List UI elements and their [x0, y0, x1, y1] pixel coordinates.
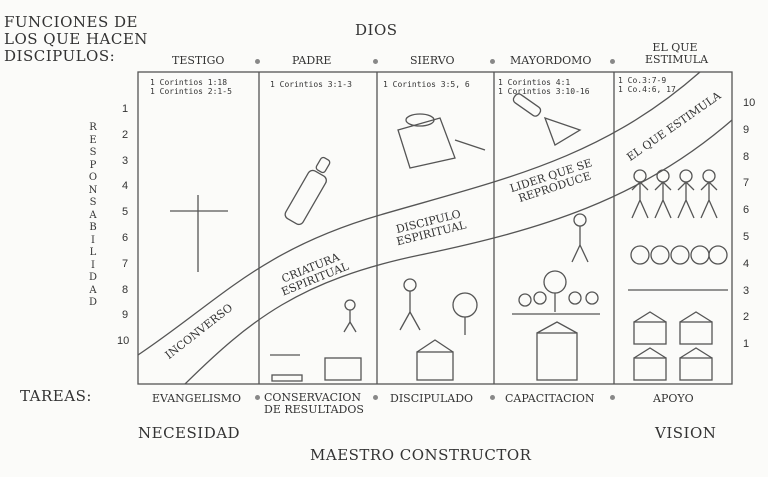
task-capacitacion: CAPACITACION [505, 392, 595, 405]
task-evangelismo: EVANGELISMO [152, 392, 242, 405]
left-scale-tick: 8 [122, 283, 129, 296]
right-scale-tick: 2 [743, 311, 750, 324]
task-discipulado: DISCIPULADO [390, 392, 474, 405]
separator-dot [610, 59, 615, 64]
trees-icon [452, 245, 728, 335]
left-scale-tick: 6 [122, 232, 129, 244]
left-scale-tick: 7 [122, 257, 129, 270]
right-scale-tick: 9 [743, 123, 750, 136]
left-scale-tick: 2 [122, 128, 129, 141]
reference-estimula-1: 1 Co.3:7-9 [618, 76, 667, 85]
title-line-3: DISCIPULOS: [4, 47, 116, 65]
trowel-icon [512, 93, 582, 146]
role-testigo: TESTIGO [172, 54, 225, 67]
top-label-dios: DIOS [355, 21, 398, 39]
separator-dot [610, 395, 615, 400]
left-scale-tick: 4 [122, 180, 129, 193]
title-line-1: FUNCIONES DE [4, 13, 138, 31]
reference-padre: 1 Corintios 3:1-3 [270, 80, 352, 89]
label-necesidad: NECESIDAD [138, 424, 241, 442]
separator-dot [490, 59, 495, 64]
right-scale-tick: 5 [743, 231, 750, 243]
right-scale-tick: 7 [743, 177, 750, 190]
title-line-2: LOS QUE HACEN [4, 30, 148, 48]
separator-dot [373, 59, 378, 64]
reference-estimula-2: 1 Co.4:6, 17 [618, 85, 676, 94]
label-vision: VISION [655, 424, 717, 442]
baby-bottle-icon [284, 156, 331, 226]
diagram-frame [137, 71, 733, 385]
right-scale-tick: 1 [743, 338, 750, 351]
right-scale-tick: 3 [743, 284, 750, 297]
right-scale-tick: 8 [743, 150, 750, 163]
separator-dot [490, 395, 495, 400]
band-lower-curve [184, 119, 733, 385]
reference-mayordomo-2: 1 Corintios 3:10-16 [498, 87, 590, 96]
left-scale-tick: 5 [122, 206, 129, 219]
task-conservacion: CONSERVACION DE RESULTADOS [264, 391, 364, 416]
reference-testigo-2: 1 Corintios 2:1-5 [150, 87, 232, 96]
stick-figures-icon [343, 169, 718, 333]
role-padre: PADRE [292, 54, 332, 67]
tasks-label: TAREAS: [20, 387, 92, 405]
buildings-icon [270, 311, 713, 382]
left-scale-tick: 3 [122, 154, 129, 167]
separator-dot [373, 395, 378, 400]
right-scale-tick: 6 [743, 204, 750, 217]
role-el-que-estimula: EL QUE ESTIMULA [645, 41, 709, 66]
task-apoyo: APOYO [653, 392, 694, 405]
responsabilidad-axis-label: RESPONSABILIDAD [88, 122, 98, 308]
reference-siervo: 1 Corintios 3:5, 6 [383, 80, 470, 89]
label-maestro-constructor: MAESTRO CONSTRUCTOR [310, 446, 532, 464]
left-scale-tick: 10 [117, 335, 130, 348]
separator-dot [255, 59, 260, 64]
watering-can-icon [397, 113, 486, 169]
role-siervo: SIERVO [410, 54, 455, 67]
band-upper-curve [137, 71, 701, 356]
separator-dot [255, 395, 260, 400]
left-scale-tick: 9 [122, 309, 129, 322]
left-scale-tick: 1 [122, 103, 129, 115]
right-scale-tick: 10 [743, 97, 756, 109]
right-scale-tick: 4 [743, 257, 750, 270]
role-mayordomo: MAYORDOMO [510, 54, 592, 67]
reference-testigo-1: 1 Corintios 1:18 [150, 78, 228, 87]
cross-icon [170, 195, 228, 272]
reference-mayordomo-1: 1 Corintios 4:1 [498, 78, 571, 87]
